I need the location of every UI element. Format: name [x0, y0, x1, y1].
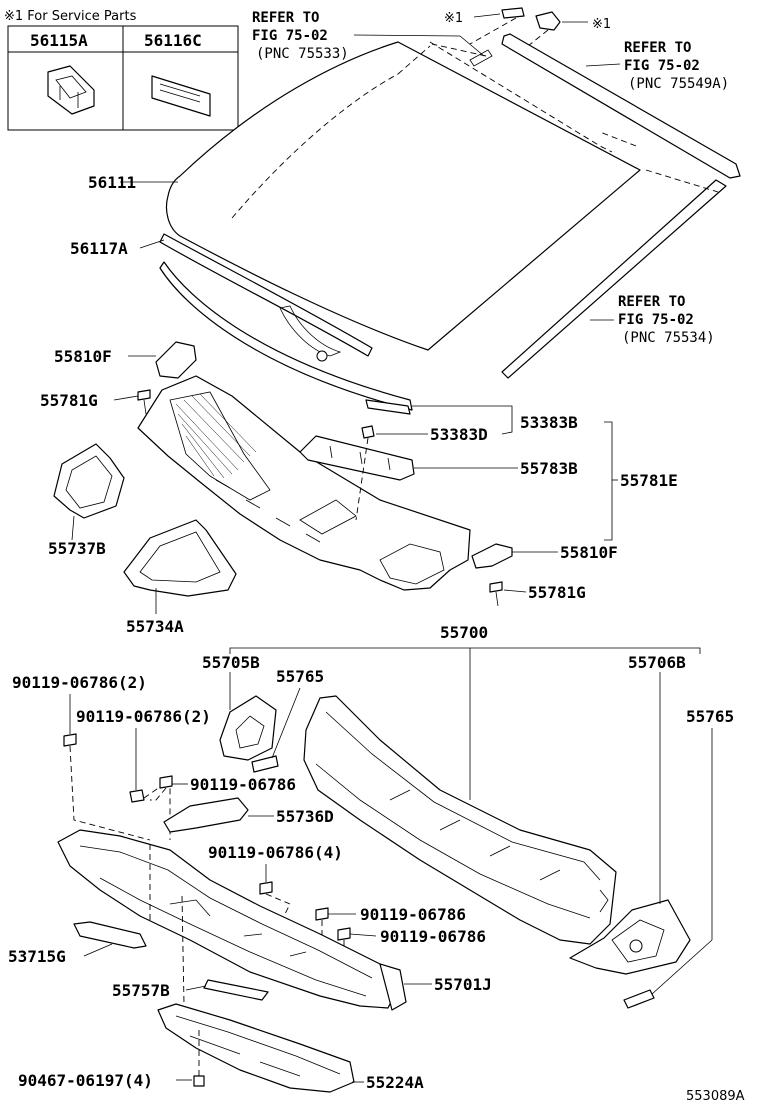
seal-53383b — [365, 399, 411, 415]
asterisk-mark-left: ※1 — [444, 11, 463, 26]
pad-55765-left — [251, 755, 279, 773]
reference-75534: REFER TO FIG 75-02 (PNC 75534) — [590, 294, 715, 346]
label-53383d: 53383D — [430, 425, 488, 444]
label-55765-right: 55765 — [686, 707, 734, 726]
pad-55765-right — [623, 989, 655, 1009]
bracket-53715g — [73, 921, 147, 949]
label-55757b: 55757B — [112, 981, 170, 1000]
seal-55737b — [53, 443, 125, 519]
pad-55757b — [203, 979, 269, 1001]
label-55700: 55700 — [440, 623, 488, 642]
clip-56116c-icon — [151, 75, 211, 117]
ref-75534-line1: REFER TO — [618, 294, 685, 310]
ref-75533-line1: REFER TO — [252, 10, 319, 26]
ref-75533-line3: (PNC 75533) — [256, 46, 349, 62]
side-moulding — [501, 179, 727, 379]
label-55737b: 55737B — [48, 539, 106, 558]
bracket-55705b — [219, 695, 277, 761]
label-55781g-top: 55781G — [40, 391, 98, 410]
bracket-55810f-top — [155, 341, 197, 379]
label-55810f-mid: 55810F — [560, 543, 618, 562]
ref-75534-line2: FIG 75-02 — [618, 312, 694, 328]
bracket-55810f-mid — [471, 543, 513, 569]
ref-75549a-line2: FIG 75-02 — [624, 58, 700, 74]
clip-fastener-icon — [535, 11, 561, 31]
bracket-55736d — [163, 797, 249, 833]
ref-75533-line2: FIG 75-02 — [252, 28, 328, 44]
label-55734a: 55734A — [126, 617, 184, 636]
cowl-top-panel — [137, 375, 471, 591]
label-55781g-mid: 55781G — [528, 583, 586, 602]
label-bolt-1: 90119-06786(2) — [12, 673, 147, 692]
label-bolt-5: 90119-06786 — [360, 905, 466, 924]
asterisk-mark-right: ※1 — [592, 17, 611, 32]
ref-75549a-line1: REFER TO — [624, 40, 691, 56]
ref-75534-line3: (PNC 75534) — [622, 330, 715, 346]
screw-55781g-mid — [489, 581, 503, 607]
ref-75549a-line3: (PNC 75549A) — [628, 76, 729, 92]
label-55781e: 55781E — [620, 471, 678, 490]
label-55706b: 55706B — [628, 653, 686, 672]
clip-small-icon — [501, 7, 525, 19]
lower-moulding-56117a — [159, 233, 413, 411]
bolt-3-icon — [150, 775, 188, 801]
label-bolt-6: 90119-06786 — [380, 927, 486, 946]
label-bolt-3: 90119-06786 — [190, 775, 296, 794]
cowl-seal-55783b — [299, 435, 415, 481]
roof-moulding — [501, 33, 741, 179]
bracket-55706b — [569, 899, 691, 975]
label-55701j: 55701J — [434, 975, 492, 994]
seal-55734a — [123, 519, 237, 597]
windshield-glass — [165, 41, 641, 351]
label-bolt-7: 90467-06197(4) — [18, 1071, 153, 1090]
label-55810f-top: 55810F — [54, 347, 112, 366]
clip-53383d — [355, 425, 375, 521]
label-55765-left: 55765 — [276, 667, 324, 686]
lower-cowl-55701j — [57, 829, 407, 1011]
reference-75533: REFER TO FIG 75-02 (PNC 75533) — [252, 10, 485, 62]
label-56111: 56111 — [88, 173, 136, 192]
service-part-56115a: 56115A — [30, 31, 88, 50]
label-55783b: 55783B — [520, 459, 578, 478]
reference-75549a: REFER TO FIG 75-02 (PNC 75549A) — [585, 40, 729, 92]
label-53715g: 53715G — [8, 947, 66, 966]
label-55224a: 55224A — [366, 1073, 424, 1092]
cowl-panel-55700 — [303, 695, 617, 945]
service-part-56116c: 56116C — [144, 31, 202, 50]
label-55705b: 55705B — [202, 653, 260, 672]
service-note: ※1 For Service Parts — [4, 9, 137, 24]
service-parts-box: ※1 For Service Parts 56115A 56116C — [4, 9, 239, 131]
clip-90467-icon — [193, 1030, 205, 1087]
label-53383b: 53383B — [520, 413, 578, 432]
label-55736d: 55736D — [276, 807, 334, 826]
bolt-1-icon — [63, 694, 151, 841]
label-56117a: 56117A — [70, 239, 128, 258]
label-bolt-4: 90119-06786(4) — [208, 843, 343, 862]
screw-55781g-top — [137, 389, 151, 415]
figure-id: 553089A — [686, 1089, 745, 1104]
panel-55224a — [157, 1003, 355, 1093]
label-bolt-2: 90119-06786(2) — [76, 707, 211, 726]
clip-56115a-icon — [47, 65, 95, 115]
